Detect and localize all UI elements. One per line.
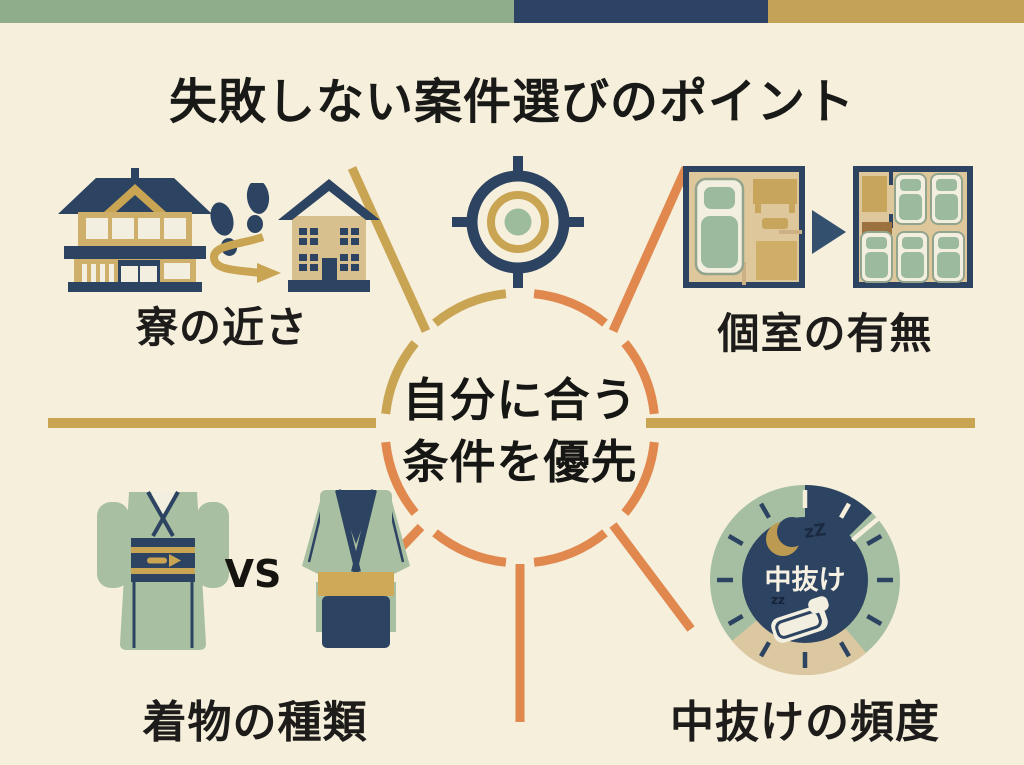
ryokan-building-icon bbox=[58, 168, 212, 292]
house-icon bbox=[278, 179, 380, 292]
label-dormitory-distance: 寮の近さ bbox=[135, 303, 308, 352]
bar-segment-gold bbox=[768, 0, 1024, 23]
moon-zzz-text: zZ bbox=[803, 520, 828, 543]
futon-zzz-text: zz bbox=[771, 593, 785, 607]
moon-icon bbox=[766, 517, 807, 556]
top-accent-bar bbox=[0, 0, 1024, 23]
center-message-line1: 自分に合う bbox=[402, 373, 638, 427]
label-private-room: 個室の有無 bbox=[717, 309, 933, 358]
label-nakanuke-frequency: 中抜けの頻度 bbox=[670, 697, 940, 748]
vs-text: VS bbox=[224, 552, 282, 596]
shared-room-floorplan-icon bbox=[853, 166, 973, 288]
bar-segment-green bbox=[0, 0, 514, 23]
clock-center-label: 中抜け bbox=[765, 565, 846, 596]
target-icon bbox=[452, 156, 584, 288]
bar-segment-navy bbox=[514, 0, 768, 23]
futon-icon bbox=[771, 596, 829, 643]
private-room-floorplan-icon bbox=[683, 166, 805, 288]
label-kimono-type: 着物の種類 bbox=[142, 697, 368, 748]
footprints-walking-arrow-icon bbox=[210, 183, 281, 283]
center-message-line2: 条件を優先 bbox=[402, 435, 638, 489]
page-title: 失敗しない案件選びのポイント bbox=[168, 74, 855, 130]
nakanuke-clock-icon: zZ 中抜け zz bbox=[710, 485, 900, 676]
long-kimono-icon bbox=[97, 491, 229, 650]
arrow-right-icon bbox=[812, 210, 846, 254]
short-kimono-icon bbox=[302, 489, 410, 648]
